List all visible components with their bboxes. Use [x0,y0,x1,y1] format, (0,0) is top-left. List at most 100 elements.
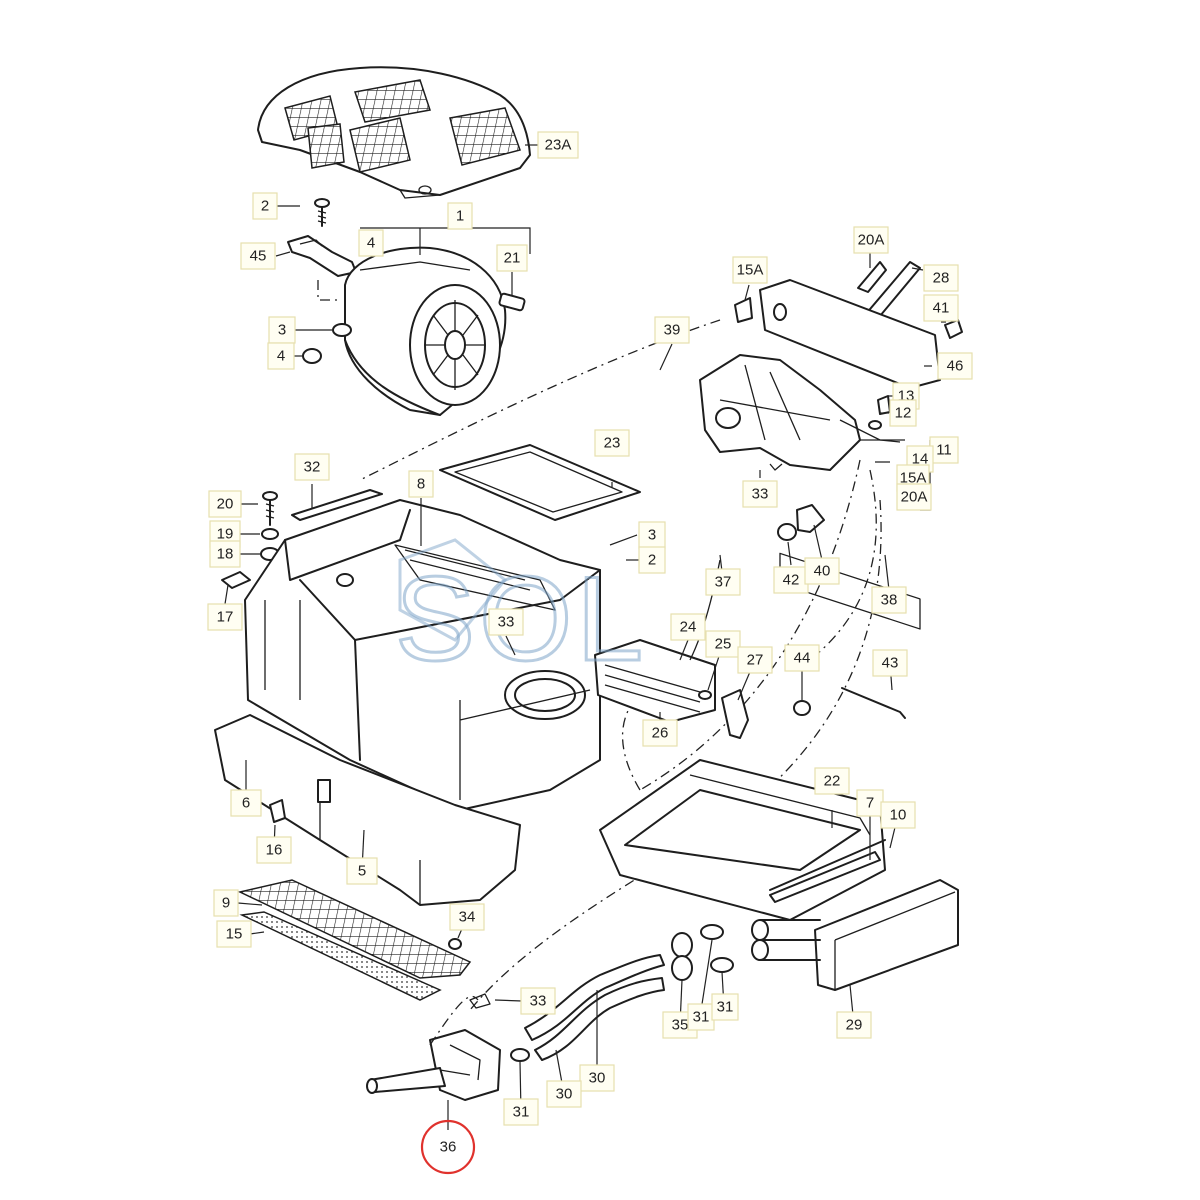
callout-label: 26 [652,725,669,742]
bracket-40 [796,504,825,533]
callout-box [737,646,773,674]
clamp-35 [671,932,693,981]
callout-15a: 15A [732,256,768,284]
callout-box [705,568,741,596]
callout-box [836,1011,872,1039]
callout-4b: 4 [267,342,295,370]
callout-label: 12 [895,405,912,422]
callout-5: 5 [346,857,378,885]
callout-box [773,566,809,594]
callout-9: 9 [213,889,239,917]
callout-27: 27 [737,646,773,674]
callout-box [216,920,252,948]
callout-label: 15 [226,926,243,943]
callout-18: 18 [209,540,241,568]
callout-box [346,857,378,885]
callout-box [923,294,959,322]
callout-box [267,342,295,370]
callout-46: 46 [937,352,973,380]
heater-core-29 [751,879,959,991]
callout-label: 19 [217,526,234,543]
callout-box [546,1080,582,1108]
callout-20a: 20A [853,226,889,254]
callout-label: 39 [664,322,681,339]
nut-4 [302,348,322,364]
callout-17: 17 [207,603,243,631]
callout-label: 14 [912,451,929,468]
callout-28: 28 [923,264,959,292]
callout-label: 18 [217,546,234,563]
clamp-31c [510,1048,530,1062]
callout-box [856,789,884,817]
callout-box [503,1098,539,1126]
callout-label: 31 [693,1009,710,1026]
callout-30a: 30 [579,1064,615,1092]
callout-label: 33 [530,993,547,1010]
control-panel [734,279,941,630]
callout-label: 5 [358,863,366,880]
callout-39: 39 [654,316,690,344]
callout-label: 40 [814,563,831,580]
callout-label: 45 [250,248,267,265]
callout-label: 4 [277,348,285,365]
callout-box [871,586,907,614]
callout-34: 34 [449,903,485,931]
callout-33c: 33 [520,987,556,1015]
callout-label: 11 [936,442,952,459]
callout-box [488,608,524,636]
callout-8: 8 [408,470,434,498]
seal-7 [769,851,881,903]
callout-20: 20 [208,490,242,518]
callout-20a2: 20A [896,483,932,511]
callout-label: 29 [846,1017,863,1034]
callout-box [240,242,276,270]
cable-tie-43 [841,687,906,719]
callout-label: 43 [882,655,899,672]
callout-3b: 3 [638,521,666,549]
callout-label: 15A [900,470,927,487]
blower-cover-23a [257,66,531,199]
clip-16 [269,799,286,823]
air-duct-6-5 [214,714,521,906]
callout-box [853,226,889,254]
screw-2-top [314,198,330,227]
callout-label: 46 [947,358,964,375]
callout-label: 15A [737,262,764,279]
callout-label: 38 [881,592,898,609]
callout-label: 30 [556,1086,573,1103]
callout-label: 37 [715,574,732,591]
callout-15: 15 [216,920,252,948]
callout-label: 42 [783,572,800,589]
callout-label: 9 [222,895,230,912]
callout-box [496,244,528,272]
callout-3a: 3 [268,316,296,344]
callout-label: 2 [261,198,269,215]
callout-6: 6 [230,789,262,817]
callout-42: 42 [773,566,809,594]
callout-37: 37 [705,568,741,596]
callout-box [213,889,239,917]
blower-motor [344,246,507,416]
callout-box [579,1064,615,1092]
callout-33b: 33 [488,608,524,636]
callout-41: 41 [923,294,959,322]
clip-33-lower [469,993,491,1009]
callout-label: 25 [715,636,732,653]
screw-20 [262,491,278,526]
callout-label: 22 [824,773,841,790]
clip-33-upper [769,463,783,471]
callout-label: 20A [901,489,928,506]
washer-12 [868,420,882,430]
callout-box [929,436,959,464]
callout-32: 32 [294,453,330,481]
callout-label: 1 [456,208,464,225]
callout-box [294,453,330,481]
control-mechanism [699,354,901,471]
highlight-circle-36 [420,1119,476,1175]
callout-29: 29 [836,1011,872,1039]
callout-label: 6 [242,795,250,812]
callout-box [923,264,959,292]
callout-box [687,1003,715,1031]
callout-box [670,613,706,641]
